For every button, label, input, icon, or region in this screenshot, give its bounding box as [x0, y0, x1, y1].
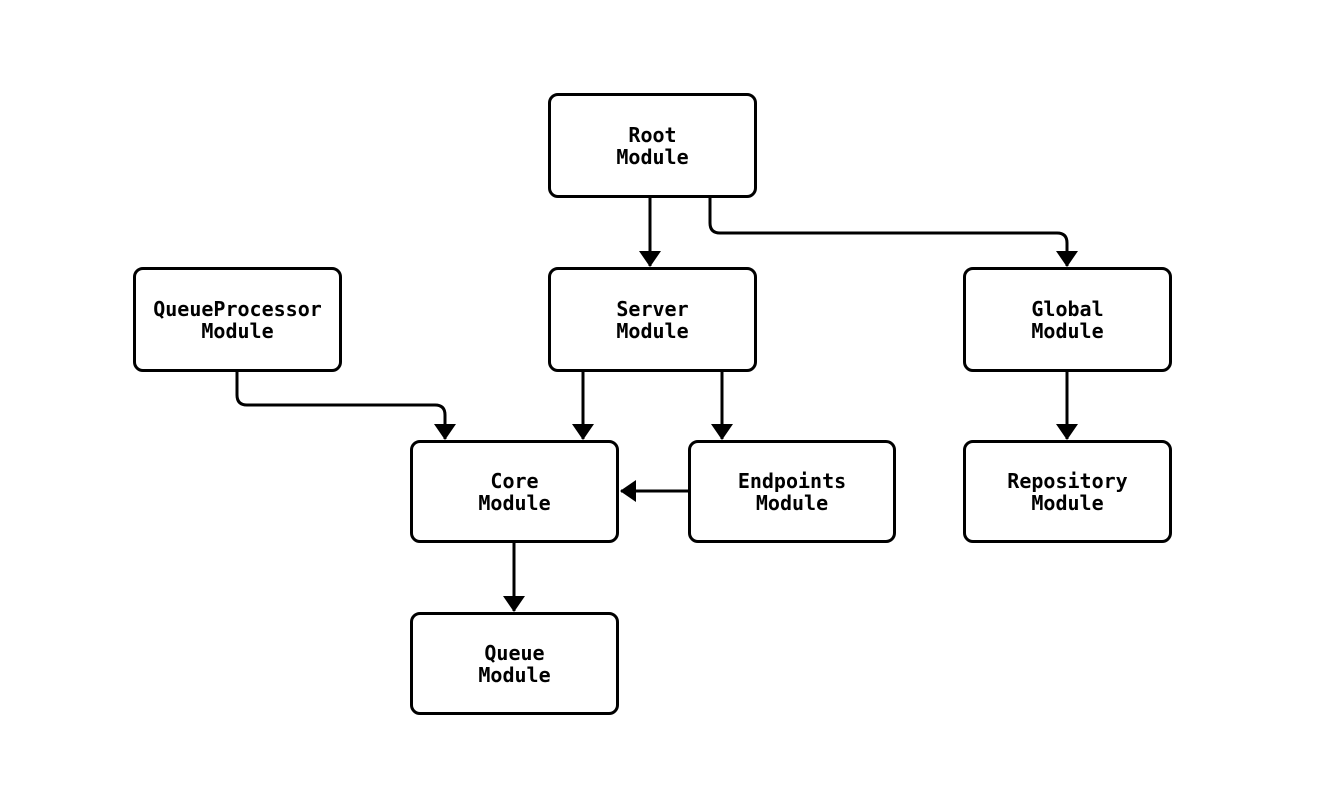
- node-label-line: Module: [616, 318, 689, 343]
- node-label-line: Global: [1031, 296, 1104, 321]
- node-label-line: Module: [1031, 490, 1104, 515]
- node-label-line: Core: [490, 468, 539, 493]
- node-label-line: Module: [1031, 318, 1104, 343]
- node-label-line: Endpoints: [737, 468, 847, 493]
- node-label-line: Queue: [484, 640, 545, 665]
- edge-root-module-to-global-module: [708, 198, 1078, 267]
- node-label-line: Module: [478, 662, 551, 687]
- node-label-line: Module: [755, 490, 829, 515]
- node-label-line: Server: [616, 296, 689, 321]
- node-label-line: QueueProcessor: [153, 296, 322, 321]
- node-label-line: Repository: [1007, 468, 1128, 493]
- edge-queueprocessor-module-to-core-module: [235, 372, 456, 440]
- node-label-line: Root: [628, 122, 677, 147]
- node-label-line: Module: [478, 490, 551, 515]
- node-label-line: Module: [201, 318, 274, 343]
- node-label-line: Module: [616, 144, 689, 169]
